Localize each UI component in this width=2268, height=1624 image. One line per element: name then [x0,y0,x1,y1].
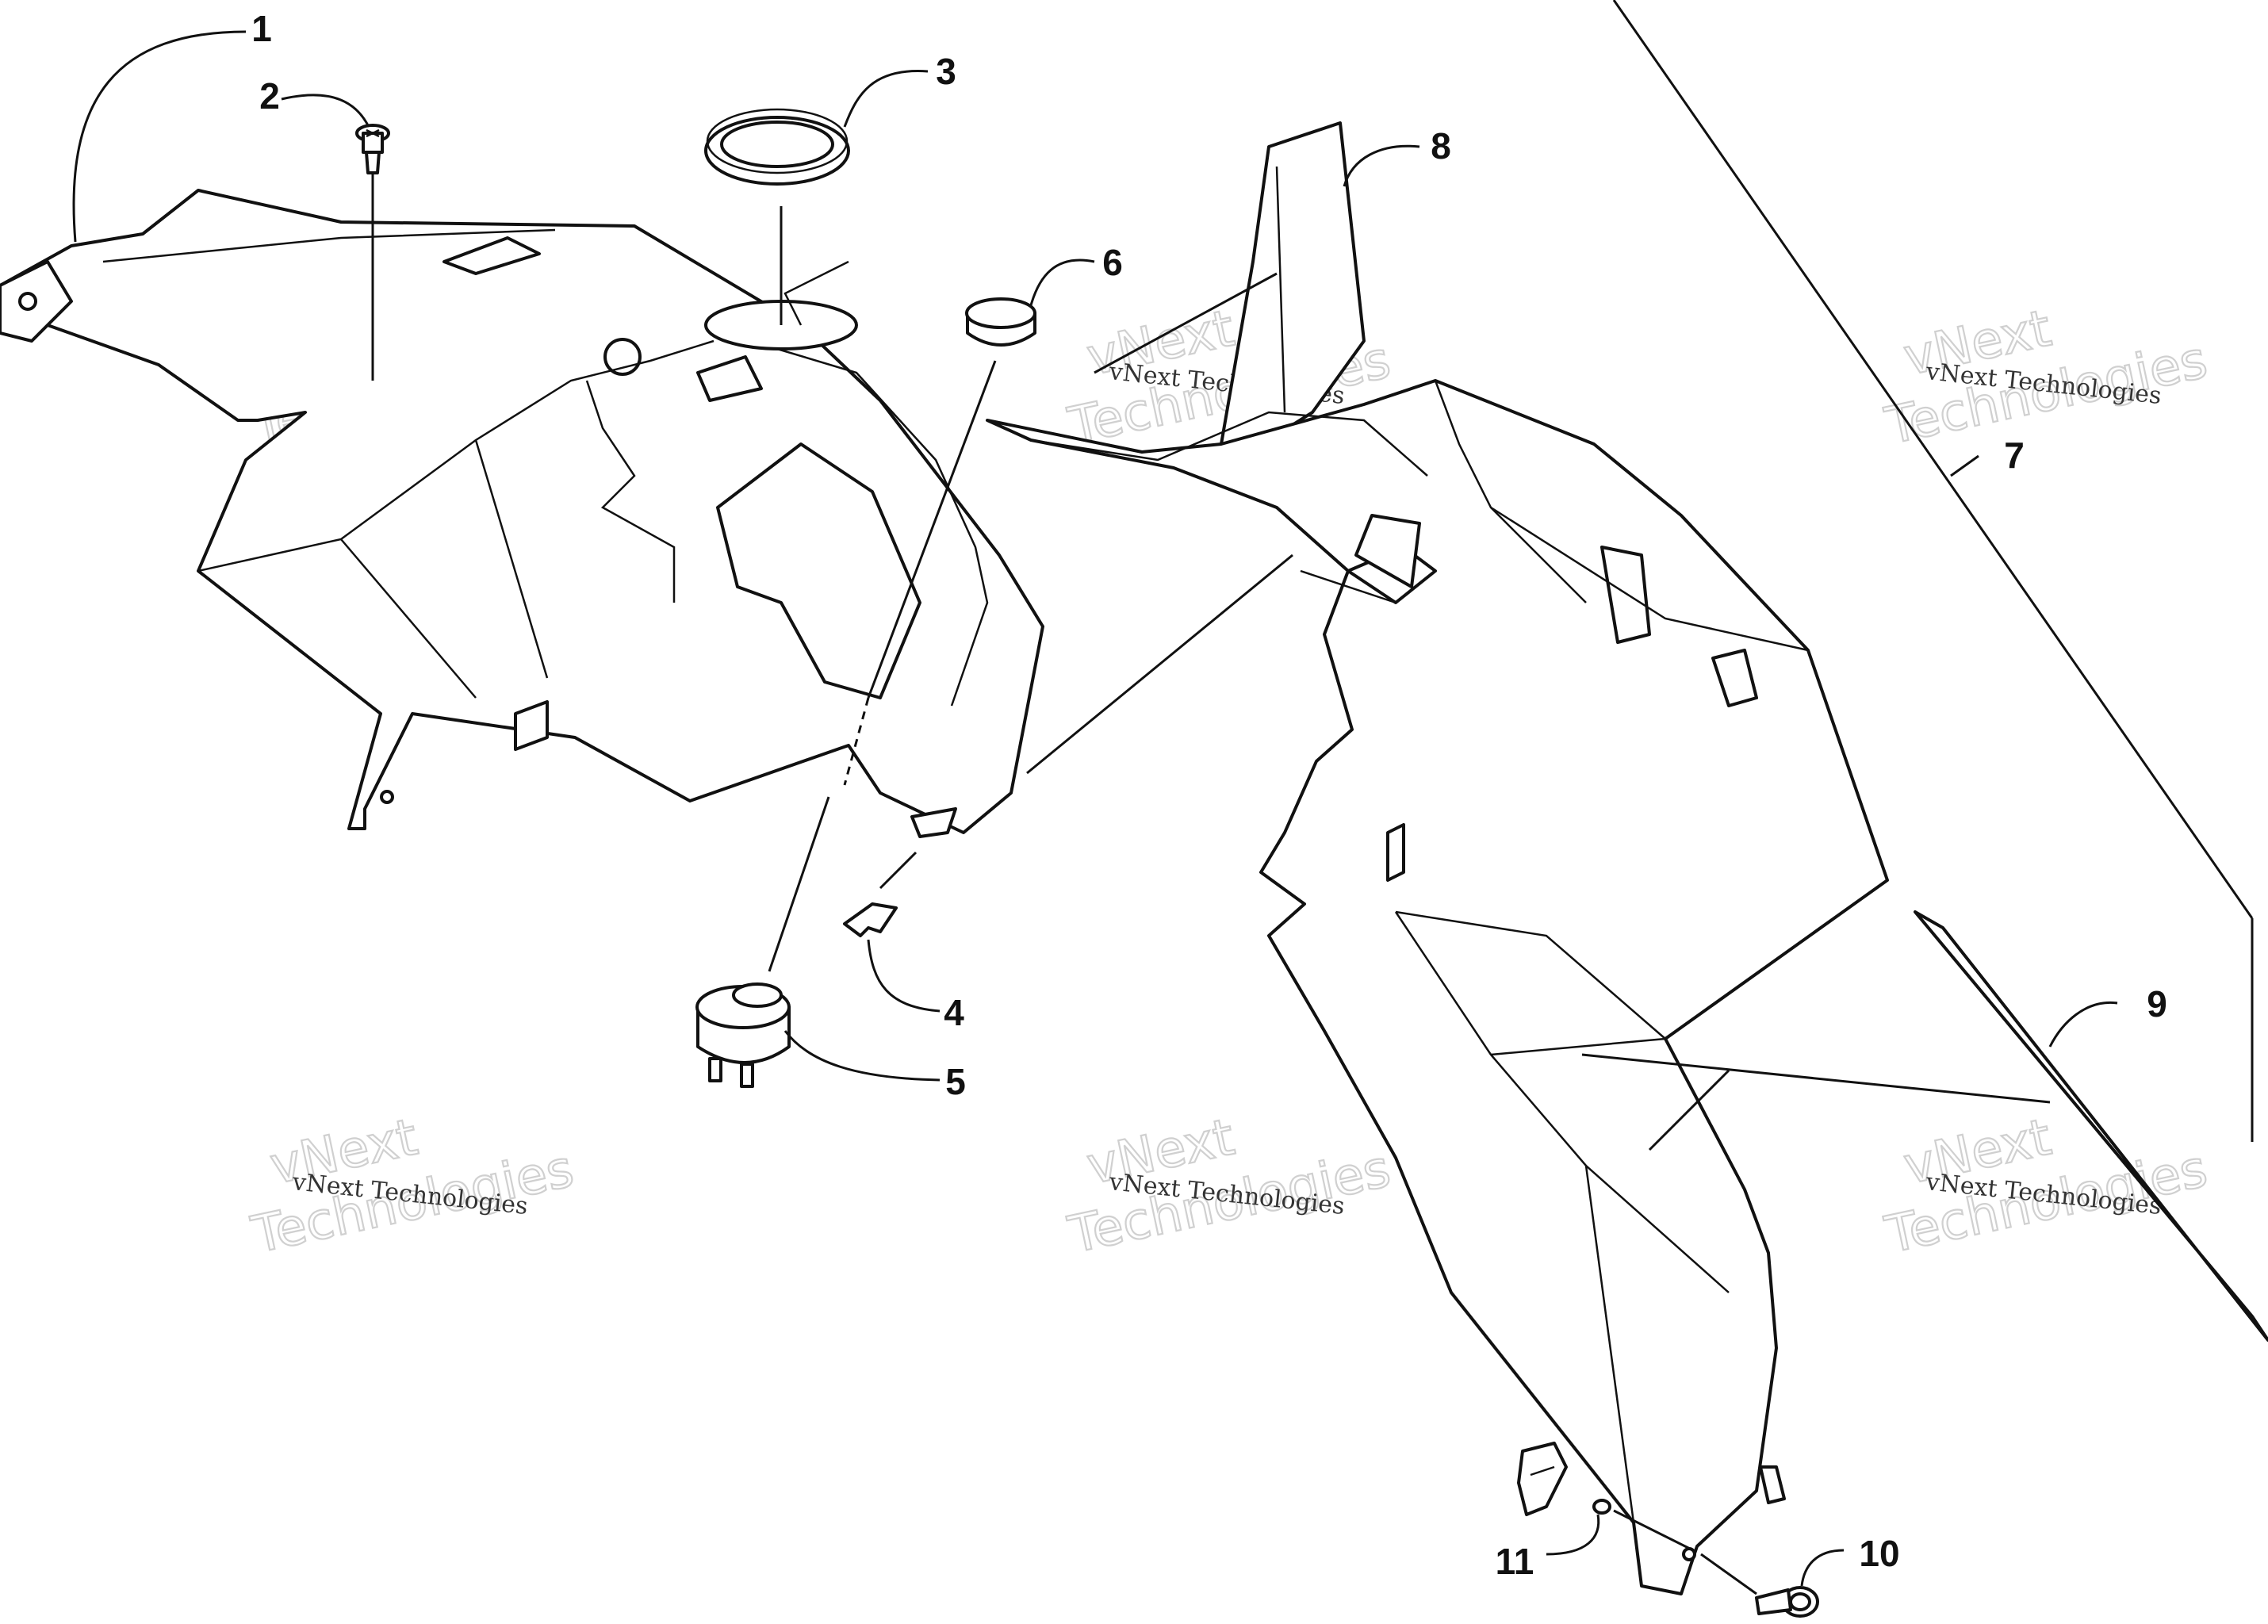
leader-line-3 [843,70,929,128]
leader-line-8 [1343,144,1420,187]
latch-clip-part [1517,1442,1611,1516]
screw-part [355,124,390,174]
callout-label: 5 [945,1061,966,1102]
callout-label: 6 [1102,242,1123,283]
cap-part [965,297,1036,347]
leader-line-9 [2048,1001,2118,1048]
leader-line-5-shaft [768,796,830,972]
leader-line-4-shaft [879,851,918,890]
leader-line-7 [1950,454,1979,477]
leader-line-8-shaft-b [1026,553,1293,775]
clip-part [843,902,898,937]
callout-label: 3 [936,51,956,92]
callout-label: 10 [1859,1533,1899,1574]
callout-label: 8 [1431,125,1451,167]
windshield-part [1612,0,2254,1142]
callout-label: 11 [1496,1541,1534,1582]
leader-line-6 [1029,259,1095,306]
leader-line-1 [72,30,247,243]
leader-line-9-shaft [1581,1053,2051,1104]
fastener-part [1755,1586,1819,1618]
leader-line-10 [1800,1549,1845,1587]
callout-label: 4 [944,992,964,1033]
callout-label: 2 [259,75,280,117]
leader-line-11-shaft [1613,1509,1694,1552]
leader-line-5 [783,1030,941,1082]
leader-line-6-dash [843,697,870,786]
retaining-ring-part [704,108,850,186]
leader-line-10-shaft [1700,1553,1757,1595]
leader-line-8-shaft [1094,272,1278,374]
leader-line-6-shaft [867,360,997,699]
trim-strip-part [1914,910,2268,1342]
callout-label: 7 [2004,435,2025,476]
console-panel-part [0,189,1044,838]
leader-line-11 [1546,1514,1600,1556]
side-panel-part [986,379,1889,1595]
callout-label: 9 [2147,983,2167,1025]
leader-line-2 [281,94,370,128]
callouts: 1 2 3 4 5 6 7 8 9 10 11 [251,8,2167,1582]
leader-line-4 [867,939,941,1013]
leader-lines [72,30,2118,1595]
callout-label: 1 [251,8,272,49]
leader-line-9-shaft-b [1648,1069,1730,1151]
ignition-switch-part [695,982,791,1088]
